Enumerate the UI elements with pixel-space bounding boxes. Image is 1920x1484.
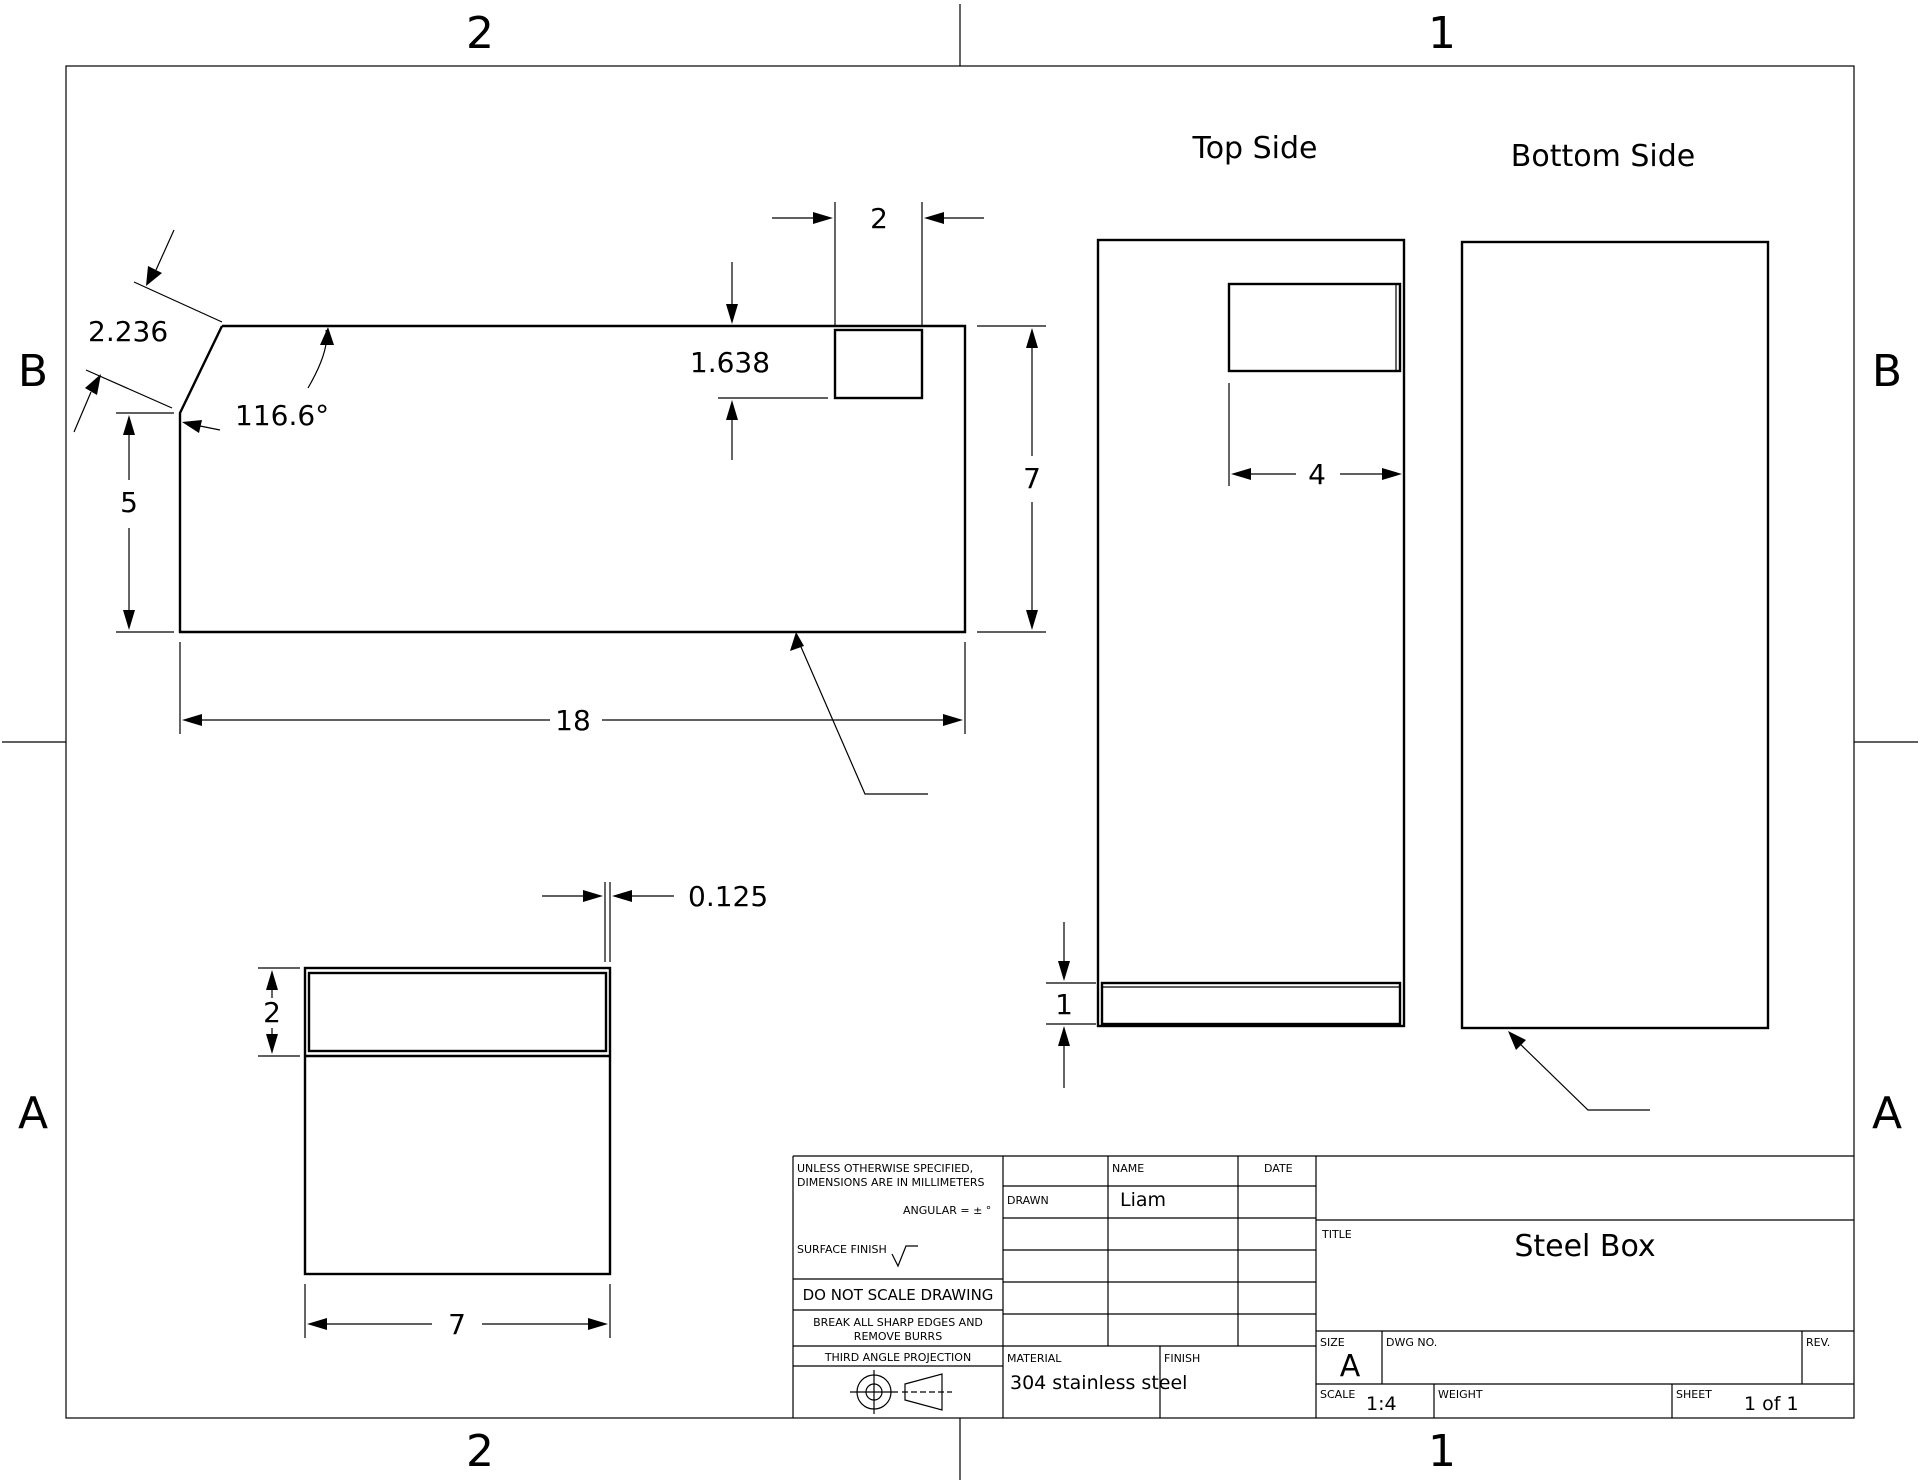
bottom-side-leader-arrow (1508, 1031, 1526, 1050)
bottom-side-leader (1515, 1039, 1650, 1111)
front-view (178, 324, 967, 795)
dim-end-slot (258, 967, 300, 1057)
tb-scale-value: 1:4 (1366, 1393, 1397, 1415)
dim-top-slot-width (1228, 383, 1402, 486)
dim-overall-length-text: 18 (555, 704, 591, 737)
top-side-lip (1100, 981, 1402, 1026)
dim-end-wall-text: 0.125 (688, 880, 768, 913)
dim-overall-height-text: 7 (1023, 462, 1041, 495)
end-view (303, 966, 612, 1276)
tb-do-not-scale: DO NOT SCALE DRAWING (803, 1286, 994, 1304)
tb-size-value: A (1340, 1349, 1361, 1384)
title-block (792, 1155, 1854, 1418)
dim-end-width (304, 1284, 611, 1338)
tb-title-label: TITLE (1321, 1228, 1352, 1241)
bottom-side-outline (1460, 240, 1770, 1030)
tb-third-angle: THIRD ANGLE PROJECTION (824, 1351, 971, 1364)
dim-slot-width-text: 2 (870, 202, 888, 235)
front-view-slot (833, 328, 924, 400)
tb-rev-label: REV. (1806, 1336, 1830, 1349)
tb-finish-label: FINISH (1164, 1352, 1200, 1365)
tb-material-label: MATERIAL (1007, 1352, 1062, 1365)
dim-slot-width (772, 202, 984, 326)
tb-size-label: SIZE (1320, 1336, 1345, 1349)
tb-material-value: 304 stainless steel (1010, 1372, 1187, 1394)
tb-title-value: Steel Box (1514, 1229, 1655, 1264)
dim-left-height (116, 412, 174, 633)
tb-unless-line2: DIMENSIONS ARE IN MILLIMETERS (797, 1176, 985, 1189)
top-side-view (1096, 238, 1406, 1028)
dim-left-height-text: 5 (120, 486, 138, 519)
zone-label-top-left: 2 (466, 8, 494, 59)
top-side-slot (1227, 282, 1402, 373)
tb-drawn-name: Liam (1120, 1189, 1166, 1211)
dim-end-width-text: 7 (448, 1308, 466, 1341)
dim-end-slot-text: 2 (263, 996, 281, 1029)
dim-chamfer-angle-text: 116.6° (235, 399, 329, 432)
zone-label-left-a: A (18, 1088, 48, 1139)
dim-end-wall (542, 882, 674, 962)
front-view-leader-arrow (790, 632, 804, 651)
tb-surface-finish: SURFACE FINISH (797, 1243, 887, 1256)
tb-weight-label: WEIGHT (1438, 1388, 1483, 1401)
dim-chamfer-length-text: 2.236 (88, 315, 168, 348)
third-angle-projection-icon (850, 1370, 952, 1414)
top-side-outline (1096, 238, 1406, 1028)
tb-date-header: DATE (1264, 1162, 1293, 1175)
dim-top-lip (1046, 922, 1096, 1088)
zone-label-right-b: B (1872, 346, 1902, 397)
tb-drawn-label: DRAWN (1007, 1194, 1049, 1207)
zone-label-top-right: 1 (1428, 8, 1456, 59)
tb-sheet-label: SHEET (1676, 1388, 1712, 1401)
zone-label-bottom-left: 2 (466, 1426, 494, 1477)
bottom-side-view-title: Bottom Side (1511, 139, 1695, 174)
dim-chamfer-angle (182, 327, 334, 433)
surface-finish-symbol-icon (891, 1245, 918, 1268)
bottom-side-view (1460, 240, 1770, 1111)
tb-angular: ANGULAR = ± ° (903, 1204, 991, 1217)
dim-slot-depth (718, 262, 828, 460)
dim-slot-depth-text: 1.638 (690, 346, 770, 379)
zone-label-left-b: B (18, 346, 48, 397)
dim-top-lip-text: 1 (1055, 988, 1073, 1021)
tb-scale-label: SCALE (1320, 1388, 1355, 1401)
tb-dwg-no-label: DWG NO. (1386, 1336, 1437, 1349)
dim-overall-length (179, 642, 966, 734)
dim-top-slot-width-text: 4 (1308, 458, 1326, 491)
top-side-view-title: Top Side (1191, 131, 1317, 166)
tb-name-header: NAME (1112, 1162, 1144, 1175)
end-view-slot (307, 971, 608, 1053)
dim-overall-height (977, 325, 1046, 633)
tb-break-edges-line2: REMOVE BURRS (854, 1330, 942, 1343)
zone-label-right-a: A (1872, 1088, 1902, 1139)
end-view-outline (303, 966, 612, 1276)
front-view-outline (178, 324, 967, 634)
tb-sheet-value: 1 of 1 (1744, 1393, 1799, 1415)
tb-unless-line1: UNLESS OTHERWISE SPECIFIED, (797, 1162, 973, 1175)
tb-break-edges-line1: BREAK ALL SHARP EDGES AND (813, 1316, 983, 1329)
front-view-leader (797, 639, 928, 795)
dim-chamfer-length (73, 229, 223, 433)
zone-label-bottom-right: 1 (1428, 1426, 1456, 1477)
